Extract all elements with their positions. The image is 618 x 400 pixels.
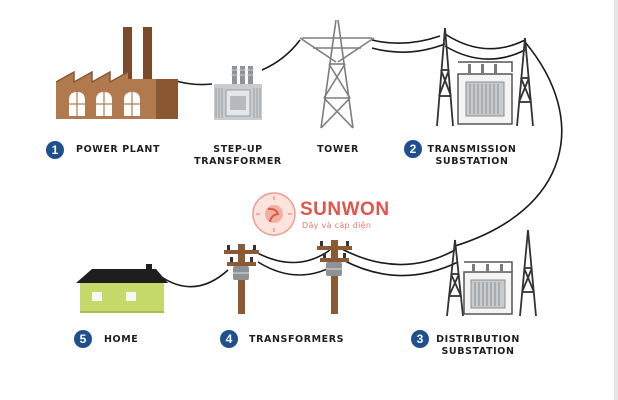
step-up-transformer-label-line2: TRANSFORMER [194,156,282,167]
distribution-substation-icon [446,229,537,317]
step-4-badge: 4 [220,330,238,348]
wire-transformer-to-tower [261,39,301,71]
wire-pole-to-home [159,269,229,288]
step-up-transformer-label-line1: STEP-UP [213,144,263,155]
transmission-substation-icon [436,27,534,127]
watermark-tagline: Dây và cáp điện [302,221,372,230]
utility-pole-2-icon [317,240,352,314]
transmission-substation-label-line1: TRANSMISSION [427,144,517,155]
right-edge-strip [614,0,618,400]
wire-substation-span-a [444,33,526,50]
wire-dist-to-pole-b [342,259,459,277]
sunwon-logo-icon [252,192,296,236]
tower-label: TOWER [317,144,359,155]
transformers-label: TRANSFORMERS [249,334,345,345]
step-2-badge: 2 [404,140,422,158]
distribution-substation-label: DISTRIBUTION SUBSTATION [428,334,528,358]
step-1-label: POWER PLANT [76,144,161,155]
transmission-substation-label-line2: SUBSTATION [435,156,509,167]
utility-pole-1-icon [224,244,259,314]
wire-tower-to-substation-a [371,35,441,44]
distribution-substation-label-line2: SUBSTATION [441,346,515,357]
step-1-badge: 1 [46,141,64,159]
step-3-badge: 3 [411,330,429,348]
distribution-substation-label-line1: DISTRIBUTION [436,334,520,345]
wire-dist-to-pole-a [339,247,456,266]
step-up-transformer-icon [214,66,262,120]
home-label: HOME [104,334,139,345]
wire-pole-to-pole-a [251,249,331,264]
transmission-tower-icon [299,19,375,129]
wire-long-loop [454,41,563,247]
wire-plant-to-transformer [175,80,213,86]
transmission-substation-label: TRANSMISSION SUBSTATION [422,144,522,168]
step-up-transformer-label: STEP-UP TRANSFORMER [188,144,288,168]
step-5-badge: 5 [74,330,92,348]
wire-tower-to-substation-b [371,43,446,53]
power-plant-icon [55,27,178,119]
wire-substation-span-b [444,45,526,60]
watermark-brand-name: SUNWON [300,199,390,220]
home-icon [76,264,168,313]
